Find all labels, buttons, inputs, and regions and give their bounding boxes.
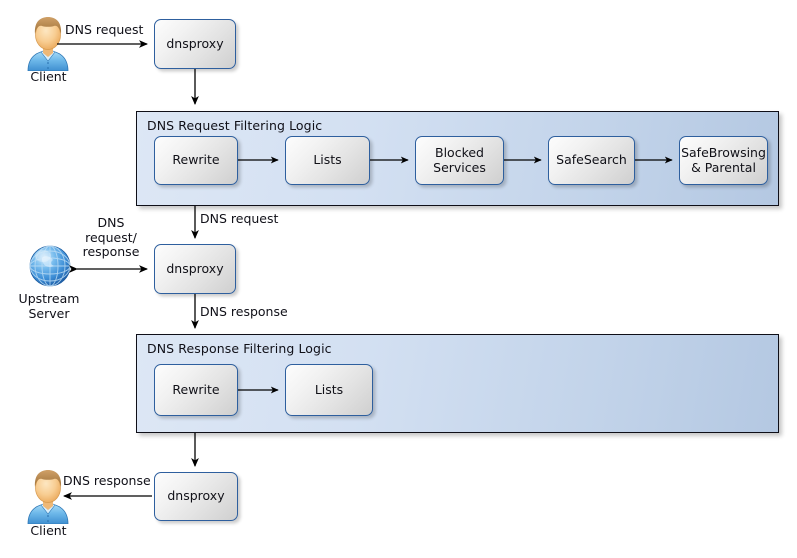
stage-label: SafeSearch	[556, 152, 627, 168]
edge-label-proxy-to-request-panel: DNS request	[200, 211, 279, 226]
request-panel-title: DNS Request Filtering Logic	[147, 118, 323, 133]
dnsproxy-node-bottom[interactable]: dnsproxy	[154, 472, 238, 521]
stage-rewrite-request[interactable]: Rewrite	[154, 136, 238, 185]
stage-blocked-services-request[interactable]: Blocked Services	[415, 136, 504, 185]
stage-rewrite-response[interactable]: Rewrite	[154, 364, 238, 416]
stage-label: Lists	[314, 381, 344, 397]
dnsproxy-bottom-label: dnsproxy	[167, 488, 225, 504]
dnsproxy-top-label: dnsproxy	[166, 35, 224, 51]
stage-safesearch-request[interactable]: SafeSearch	[548, 136, 635, 185]
stage-label: Rewrite	[172, 381, 220, 397]
user-avatar-icon	[27, 470, 69, 524]
stage-label: Blocked Services	[433, 144, 486, 175]
response-filtering-panel: DNS Response Filtering Logic	[136, 334, 779, 433]
stage-label: Lists	[313, 152, 342, 168]
edge-label-client-to-proxy: DNS request	[65, 22, 144, 37]
dnsproxy-node-top[interactable]: dnsproxy	[154, 19, 236, 69]
client-bottom-label: Client	[30, 523, 67, 538]
globe-icon	[29, 245, 71, 287]
client-top-label: Client	[30, 69, 67, 84]
stage-label: Rewrite	[172, 152, 220, 168]
stage-lists-response[interactable]: Lists	[285, 364, 373, 416]
stage-safebrowsing-parental-request[interactable]: SafeBrowsing & Parental	[679, 136, 768, 185]
dnsproxy-node-middle[interactable]: dnsproxy	[154, 244, 236, 294]
response-panel-title: DNS Response Filtering Logic	[147, 341, 332, 356]
upstream-server-label: Upstream Server	[18, 291, 80, 321]
stage-label: SafeBrowsing & Parental	[681, 144, 766, 175]
user-avatar-icon	[27, 17, 69, 71]
edge-label-proxy-to-response-panel: DNS response	[200, 304, 288, 319]
edge-label-upstream-exchange: DNS request/ response	[82, 215, 140, 259]
stage-lists-request[interactable]: Lists	[285, 136, 370, 185]
dnsproxy-middle-label: dnsproxy	[166, 260, 224, 276]
edge-label-proxy-to-client: DNS response	[63, 473, 151, 488]
